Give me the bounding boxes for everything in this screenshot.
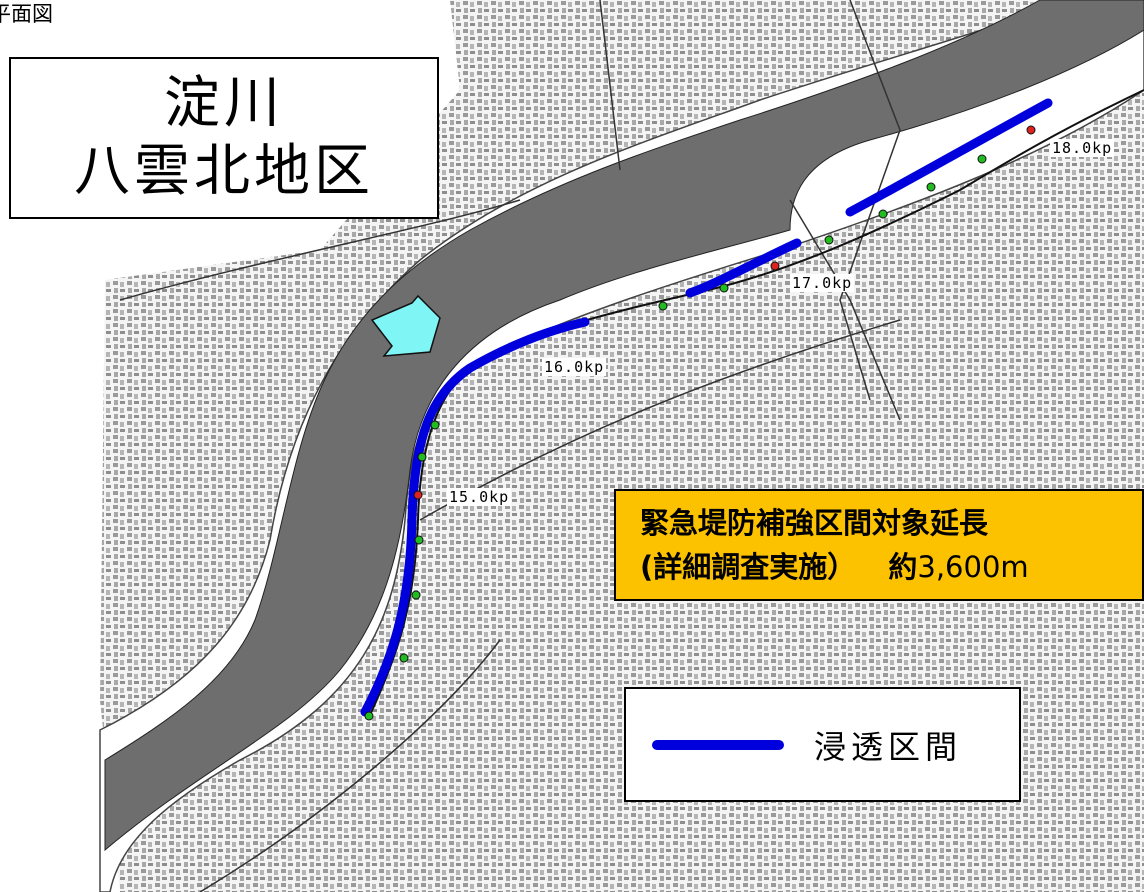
survey-point-green bbox=[399, 653, 409, 663]
emergency-levee-info-box: 緊急堤防補強区間対象延長 (詳細調査実施） 約3,600m bbox=[614, 489, 1144, 601]
district-title-box: 淀川 八雲北地区 bbox=[9, 57, 439, 219]
survey-point-green bbox=[977, 154, 987, 164]
info-approx: 約 bbox=[888, 550, 918, 584]
seepage-section-1 bbox=[360, 317, 590, 717]
district-name: 八雲北地区 bbox=[74, 139, 374, 204]
survey-point-red bbox=[1026, 125, 1036, 135]
survey-point-green bbox=[430, 420, 440, 430]
survey-point-green bbox=[926, 182, 936, 192]
survey-point-green bbox=[658, 301, 668, 311]
river bbox=[104, 0, 1144, 852]
legend-seepage-swatch bbox=[652, 739, 784, 750]
legend-box: 浸透区間 bbox=[624, 687, 1021, 802]
survey-point-green bbox=[411, 590, 421, 600]
survey-points bbox=[364, 125, 1036, 721]
survey-point-green bbox=[878, 209, 888, 219]
info-length: 3,600m bbox=[917, 550, 1029, 584]
survey-point-red bbox=[413, 490, 423, 500]
river-name: 淀川 bbox=[164, 71, 284, 136]
kp-label-15: 15.0kp bbox=[447, 488, 512, 506]
info-line2: (詳細調査実施） 約3,600m bbox=[640, 545, 1142, 589]
kp-label-18: 18.0kp bbox=[1050, 139, 1115, 157]
legend-seepage-label: 浸透区間 bbox=[814, 727, 963, 766]
survey-point-green bbox=[719, 283, 729, 293]
survey-point-green bbox=[417, 452, 427, 462]
info-survey-note: (詳細調査実施） bbox=[640, 550, 857, 584]
kp-label-17: 17.0kp bbox=[790, 274, 855, 292]
survey-point-green bbox=[824, 235, 834, 245]
urban-area bbox=[100, 0, 1144, 892]
survey-point-red bbox=[770, 261, 780, 271]
seepage-section-3 bbox=[845, 98, 1053, 217]
seepage-section-2 bbox=[685, 238, 802, 298]
survey-point-green bbox=[414, 535, 424, 545]
info-line1: 緊急堤防補強区間対象延長 bbox=[640, 506, 989, 540]
page-heading: 平面図 bbox=[0, 2, 53, 26]
survey-point-green bbox=[364, 711, 374, 721]
seepage-sections bbox=[360, 98, 1053, 717]
flow-direction-arrow-icon bbox=[370, 294, 441, 357]
kp-label-16: 16.0kp bbox=[542, 358, 607, 376]
